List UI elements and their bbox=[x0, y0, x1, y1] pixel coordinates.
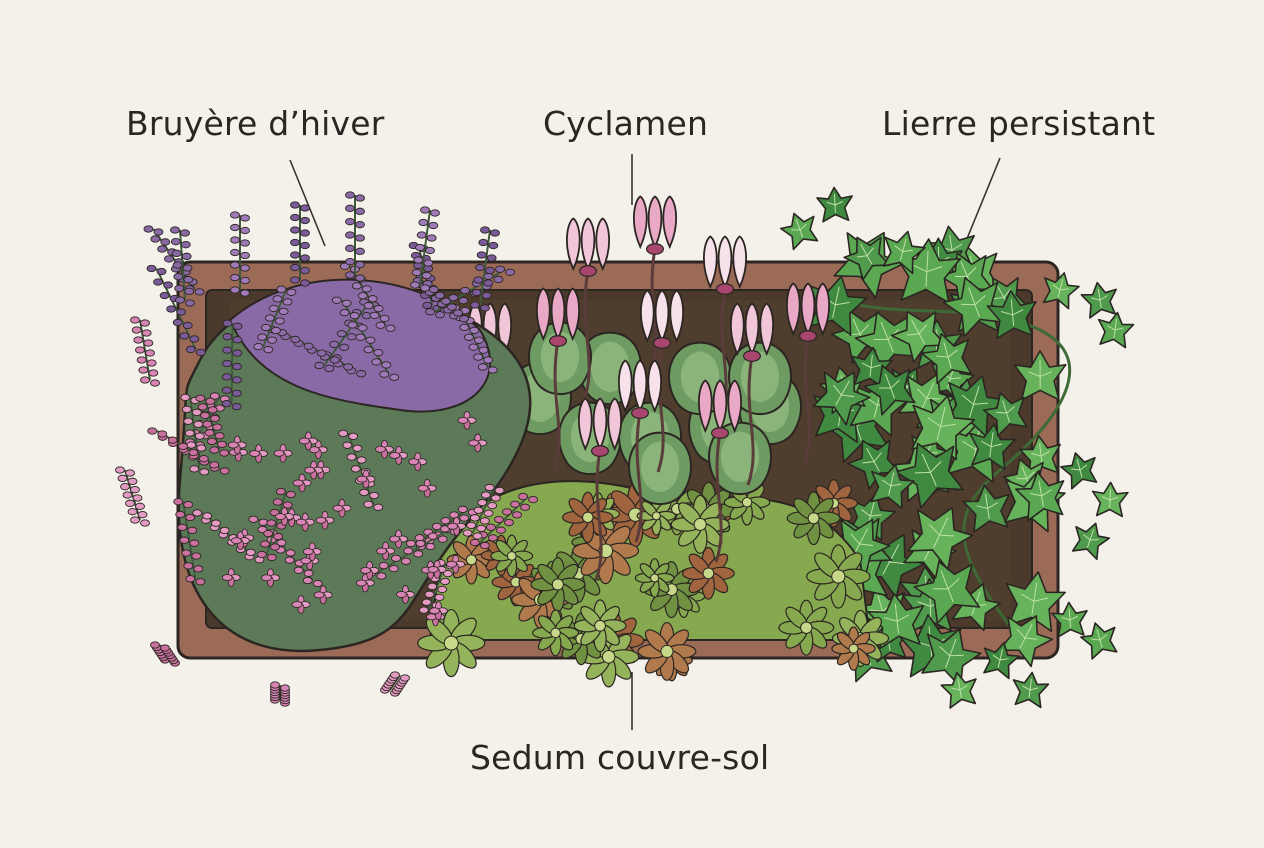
label-ivy: Lierre persistant bbox=[882, 104, 1156, 143]
heather-plant bbox=[115, 191, 539, 707]
leader-line-heather bbox=[289, 159, 326, 247]
label-sedum: Sedum couvre-sol bbox=[470, 738, 770, 777]
label-cyclamen: Cyclamen bbox=[543, 104, 709, 143]
sedum-plant bbox=[417, 478, 890, 688]
leader-line-ivy bbox=[963, 157, 1001, 247]
label-heather: Bruyère d’hiver bbox=[126, 104, 385, 143]
